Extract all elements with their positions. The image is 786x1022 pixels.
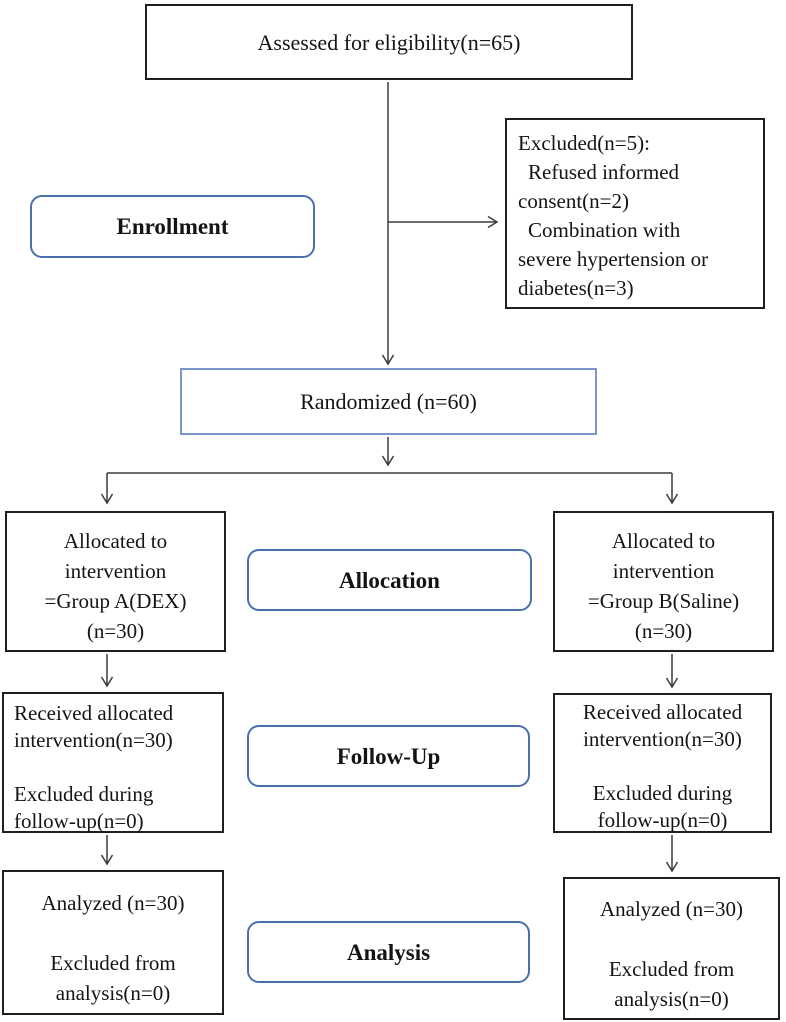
excluded-line: severe hypertension or xyxy=(518,247,709,271)
followup-stage-label: Follow-Up xyxy=(247,725,530,787)
assessed-text: Assessed for eligibility(n=65) xyxy=(257,29,521,55)
received-right-line: Excluded during xyxy=(592,780,733,805)
analyzed-left-line: analysis(n=0) xyxy=(55,980,171,1005)
analyzed-left-line: Analyzed (n=30) xyxy=(41,890,185,915)
analyzed-right-line: analysis(n=0) xyxy=(614,986,729,1011)
randomized-text: Randomized (n=60) xyxy=(300,389,477,414)
allocated-b-line: intervention xyxy=(612,558,715,583)
analyzed-right-line: Analyzed (n=30) xyxy=(599,896,744,921)
excluded-line: diabetes(n=3) xyxy=(518,276,634,300)
received-intervention-left-box: Received allocated intervention(n=30) Ex… xyxy=(2,692,224,833)
randomized-box: Randomized (n=60) xyxy=(180,368,597,435)
analyzed-left-line xyxy=(4,918,222,948)
analysis-stage-label: Analysis xyxy=(247,921,530,983)
excluded-box: Excluded(n=5): Refused informed consent(… xyxy=(505,118,765,309)
allocated-group-a-box: Allocated to intervention =Group A(DEX) … xyxy=(5,511,226,652)
allocated-b-line: Allocated to xyxy=(611,528,716,553)
followup-text: Follow-Up xyxy=(336,743,441,769)
excluded-line: Combination with xyxy=(528,218,681,242)
allocated-a-line: =Group A(DEX) xyxy=(44,588,187,613)
received-right-line: Received allocated xyxy=(582,699,743,724)
analyzed-left-line: Excluded from xyxy=(50,950,176,975)
analyzed-right-line: Excluded from xyxy=(608,956,735,981)
enrollment-stage-label: Enrollment xyxy=(30,195,315,258)
assessed-eligibility-box: Assessed for eligibility(n=65) xyxy=(145,4,633,80)
allocated-b-line: =Group B(Saline) xyxy=(587,588,740,613)
allocation-text: Allocation xyxy=(339,567,440,593)
received-left-line xyxy=(14,754,218,781)
allocated-a-line: intervention xyxy=(64,558,167,583)
allocated-group-b-box: Allocated to intervention =Group B(Salin… xyxy=(553,511,774,652)
received-intervention-right-box: Received allocated intervention(n=30) Ex… xyxy=(553,693,772,833)
enrollment-text: Enrollment xyxy=(116,214,229,239)
analyzed-right-box: Analyzed (n=30) Excluded from analysis(n… xyxy=(563,877,780,1020)
received-left-line: intervention(n=30) xyxy=(14,728,173,752)
received-right-line: follow-up(n=0) xyxy=(597,807,728,832)
received-left-line: follow-up(n=0) xyxy=(14,809,144,833)
received-left-line: Received allocated xyxy=(14,701,174,725)
allocation-stage-label: Allocation xyxy=(247,549,532,611)
excluded-line: Excluded(n=5): xyxy=(518,131,650,155)
received-right-line: intervention(n=30) xyxy=(583,726,742,751)
analyzed-right-line xyxy=(565,924,778,954)
allocated-a-line: Allocated to xyxy=(63,528,168,553)
excluded-line: Refused informed xyxy=(528,160,680,184)
allocated-b-line: (n=30) xyxy=(634,618,693,643)
analyzed-left-box: Analyzed (n=30) Excluded from analysis(n… xyxy=(2,870,224,1015)
excluded-line: consent(n=2) xyxy=(518,189,629,213)
received-right-line xyxy=(555,753,770,780)
analysis-text: Analysis xyxy=(346,939,431,965)
received-left-line: Excluded during xyxy=(14,782,154,806)
allocated-a-line: (n=30) xyxy=(86,618,145,643)
